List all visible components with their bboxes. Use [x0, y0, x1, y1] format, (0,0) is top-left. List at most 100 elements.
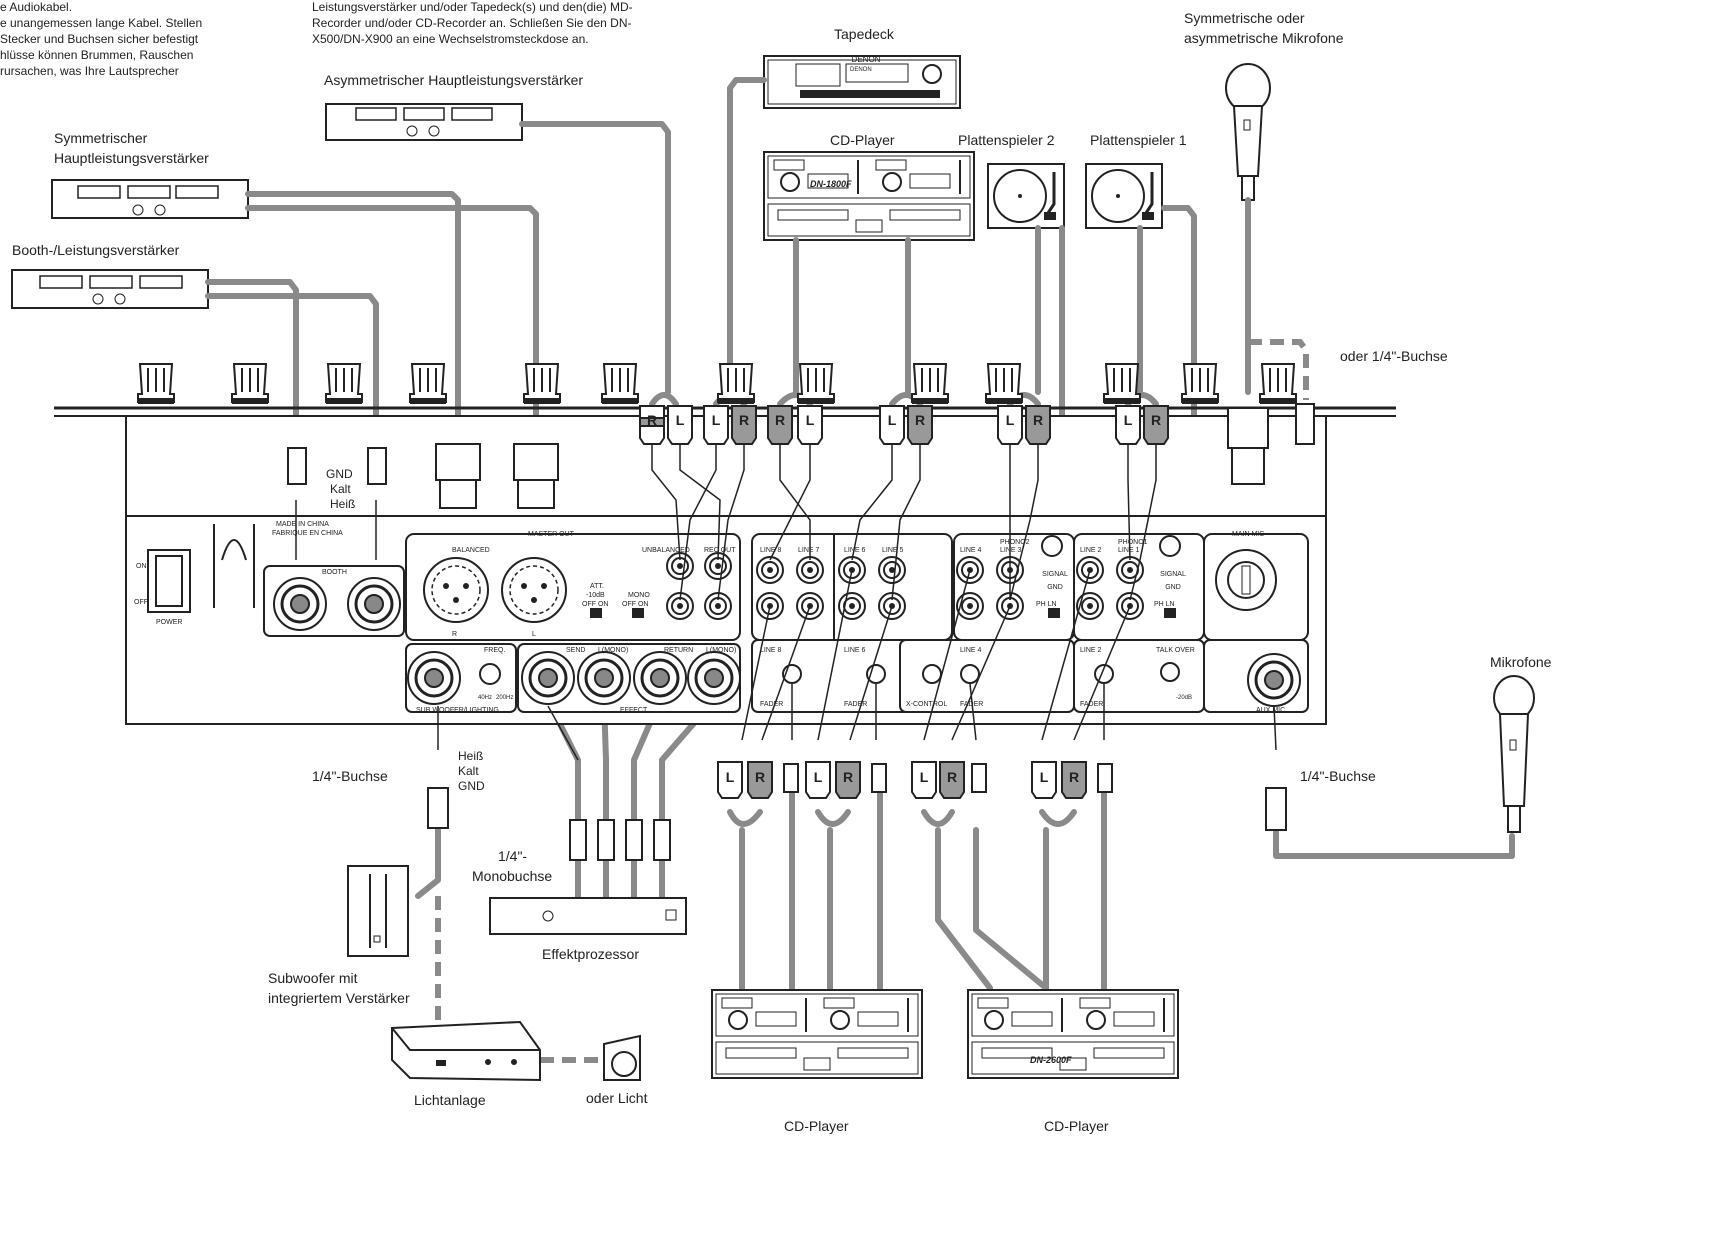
label-sym-amp-1: Symmetrischer	[54, 130, 148, 146]
panel-line3: LINE 3	[1000, 547, 1022, 554]
panel-line4: LINE 4	[960, 547, 982, 554]
panel-signal-gnd-1: SIGNAL GND	[1160, 571, 1186, 591]
label-microphones: Mikrofone	[1490, 654, 1552, 670]
label-cd-player-top: CD-Player	[830, 132, 895, 148]
label-cold: Kalt	[330, 482, 351, 496]
panel-line6: LINE 6	[844, 547, 866, 554]
svg-text:L: L	[676, 412, 685, 428]
label-mic-sym-2: asymmetrische Mikrofone	[1184, 30, 1344, 46]
svg-text:DENON: DENON	[852, 55, 881, 64]
tapedeck-device: DENON	[763, 55, 961, 109]
label-mic-sym-1: Symmetrische oder	[1184, 10, 1305, 26]
asymmetric-amplifier	[325, 103, 523, 141]
panel-line7: LINE 7	[798, 547, 820, 554]
panel-return-l-mono: L(MONO)	[706, 647, 737, 654]
label-mono-jack-1: 1/4"-	[498, 848, 528, 864]
intro-center-line1: Leistungsverstärker und/oder Tapedeck(s)…	[312, 0, 633, 14]
panel-line1: LINE 1	[1118, 547, 1140, 554]
intro-center-line2: Recorder und/oder CD-Recorder an. Schlie…	[312, 16, 632, 30]
cd-player-bottom-left	[711, 989, 923, 1079]
label-asym-amp: Asymmetrischer Hauptleistungsverstärker	[324, 72, 584, 88]
svg-text:R: R	[947, 769, 957, 785]
svg-text:R: R	[775, 412, 785, 428]
svg-text:L: L	[726, 769, 735, 785]
panel-unbalanced: UNBALANCED	[642, 547, 690, 554]
panel-return: RETURN	[664, 647, 694, 654]
svg-text:R: R	[739, 412, 749, 428]
panel-ph-ln-2: PH LN	[1036, 601, 1057, 608]
label-gnd-2: GND	[458, 779, 485, 793]
label-cold-2: Kalt	[458, 764, 479, 778]
svg-text:R: R	[755, 769, 765, 785]
symmetric-amplifier	[51, 179, 249, 219]
panel-on: ON	[136, 563, 147, 570]
panel-send: SEND	[566, 647, 586, 654]
panel-made-in: MADE IN CHINA	[276, 521, 329, 528]
dashed-cables	[435, 320, 1309, 1063]
panel-40hz: 40Hz	[478, 695, 493, 701]
label-hot-2: Heiß	[458, 749, 484, 763]
effects-processor	[489, 897, 687, 935]
svg-text:L: L	[1006, 412, 1015, 428]
label-gnd: GND	[326, 467, 353, 481]
panel-balanced: BALANCED	[452, 547, 490, 554]
intro-left-line5: rursachen, was Ihre Lautsprecher	[0, 64, 179, 78]
panel-mono: MONO	[628, 592, 650, 599]
panel-line8: LINE 8	[760, 547, 782, 554]
panel-line4-b: LINE 4	[960, 647, 982, 654]
intro-left-line2: e unangemessen lange Kabel. Stellen	[0, 16, 203, 30]
subwoofer	[347, 865, 409, 957]
label-sym-amp-2: Hauptleistungsverstärker	[54, 150, 209, 166]
panel-line2-b: LINE 2	[1080, 647, 1102, 654]
svg-text:R: R	[843, 769, 853, 785]
label-jack-mic: 1/4"-Buchse	[1300, 768, 1376, 784]
panel-fader-2: FADER	[844, 701, 868, 708]
label-hot: Heiß	[330, 497, 356, 511]
panel-power: POWER	[156, 619, 183, 626]
microphone-top	[1225, 63, 1271, 201]
panel-att-off-on: OFF ON	[582, 601, 609, 608]
plugs	[287, 403, 1315, 861]
booth-amplifier	[11, 269, 209, 309]
panel-line5: LINE 5	[882, 547, 904, 554]
panel-att: ATT.	[590, 583, 604, 590]
cd-top-model: DN-1800F	[810, 179, 852, 189]
label-effects: Effektprozessor	[542, 946, 640, 962]
label-or-jack: oder 1/4"-Buchse	[1340, 348, 1448, 364]
label-turntable-2: Plattenspieler 2	[958, 132, 1055, 148]
svg-text:L: L	[888, 412, 897, 428]
label-subwoofer-1: Subwoofer mit	[268, 970, 358, 986]
label-mono-jack-2: Monobuchse	[472, 868, 553, 884]
panel-fader-3: FADER	[960, 701, 984, 708]
panel-mono-off-on: OFF ON	[622, 601, 649, 608]
lighting-system	[391, 1020, 541, 1082]
panel-send-l-mono: L(MONO)	[598, 647, 629, 654]
panel-xlr-l: L	[532, 631, 536, 638]
mixer-rear-panel	[125, 415, 1327, 725]
label-cd-player-bottom-left: CD-Player	[784, 1118, 849, 1134]
panel-200hz: 200Hz	[496, 695, 514, 701]
panel-att-db: -10dB	[586, 592, 605, 599]
panel-fader-1: FADER	[760, 701, 784, 708]
svg-text:R: R	[647, 412, 657, 428]
panel-ph-ln-1: PH LN	[1154, 601, 1175, 608]
connection-diagram: DENON	[11, 55, 1535, 1082]
intro-left-line4: hlüsse können Brummen, Rauschen	[0, 48, 194, 62]
label-booth-amp: Booth-/Leistungsverstärker	[12, 242, 180, 258]
panel-x-control: X-CONTROL	[906, 701, 948, 708]
panel-fabrique: FABRIQUE EN CHINA	[272, 530, 343, 537]
svg-text:L: L	[712, 412, 721, 428]
cd-bottom-right-model: DN-2600F	[1030, 1055, 1072, 1065]
panel-effect: EFFECT	[620, 707, 648, 714]
panel-signal-gnd-2: SIGNAL GND	[1042, 571, 1068, 591]
svg-text:L: L	[1040, 769, 1049, 785]
label-or-light: oder Licht	[586, 1090, 648, 1106]
intro-left-line3: Stecker und Buchsen sicher befestigt	[0, 32, 199, 46]
panel-phono1: PHONO1	[1118, 539, 1148, 546]
label-tapedeck: Tapedeck	[834, 26, 894, 42]
panel-aux-mic: AUX MIC	[1256, 707, 1286, 714]
panel-line8-b: LINE 8	[760, 647, 782, 654]
panel-line6-b: LINE 6	[844, 647, 866, 654]
cd-player-top	[763, 151, 975, 241]
svg-text:L: L	[806, 412, 815, 428]
